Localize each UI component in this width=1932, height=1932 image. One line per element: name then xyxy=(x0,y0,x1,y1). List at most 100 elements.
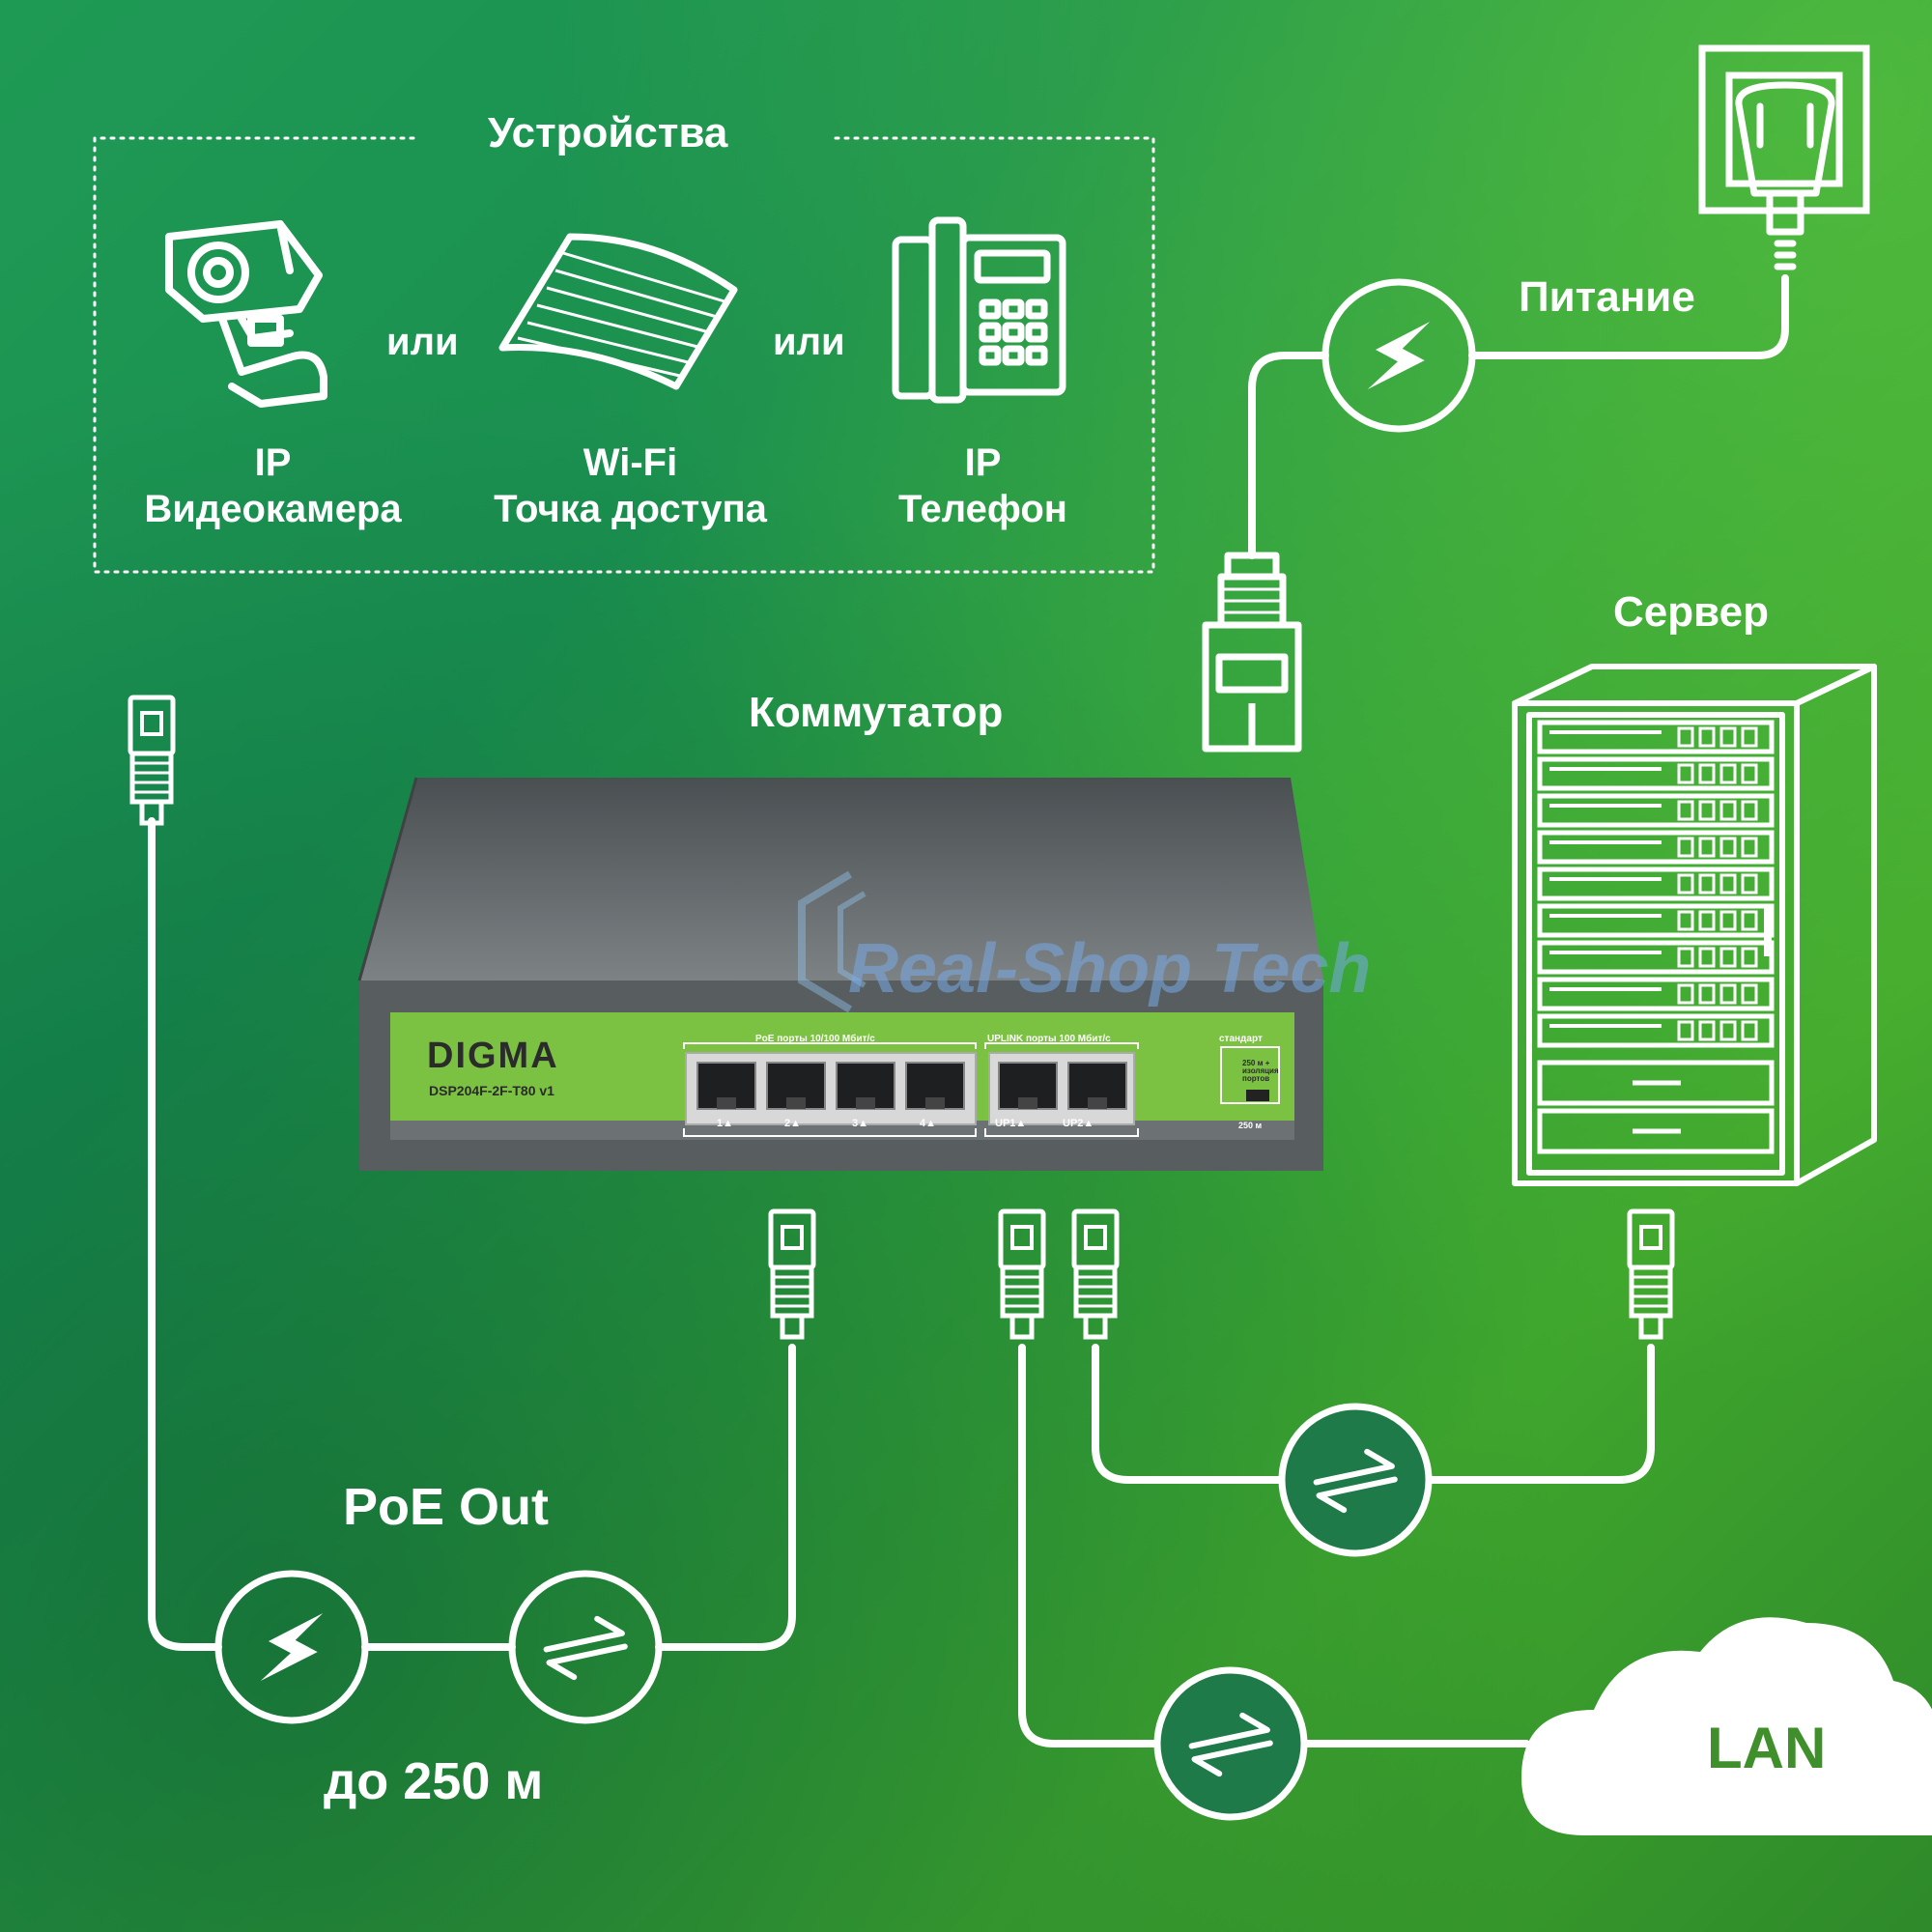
rack-unit-led xyxy=(1698,800,1716,821)
rack-unit xyxy=(1537,977,1775,1011)
port-latch xyxy=(786,1097,806,1109)
port-latch xyxy=(856,1097,875,1109)
rack-unit-led xyxy=(1677,800,1694,821)
rack-unit xyxy=(1537,903,1775,938)
server-label: Сервер xyxy=(1613,588,1769,636)
port-latch xyxy=(1088,1097,1107,1109)
rack-unit xyxy=(1537,940,1775,975)
rj45-connector-poe xyxy=(771,1211,813,1337)
lan-cloud-icon xyxy=(1521,1617,1932,1835)
rack-unit-led xyxy=(1719,910,1737,931)
rack-unit-led xyxy=(1677,1020,1694,1041)
poe-power-circle xyxy=(214,1570,369,1724)
rack-unit-led xyxy=(1741,837,1758,858)
power-plug-icon xyxy=(1735,81,1835,270)
power-connector xyxy=(1202,552,1302,753)
port-label-2: 2▲ xyxy=(784,1118,802,1129)
switch-title: Коммутатор xyxy=(749,689,1004,736)
rack-unit-led xyxy=(1719,873,1737,895)
mode-title: стандарт xyxy=(1219,1034,1263,1044)
power-cable xyxy=(1248,274,1789,559)
access-point-icon xyxy=(498,233,738,390)
rack-unit-led xyxy=(1677,763,1694,784)
devices-title: Устройства xyxy=(488,109,728,156)
switch-brand: DIGMA xyxy=(427,1036,559,1076)
rack-unit-led xyxy=(1719,726,1737,748)
rack-unit-led xyxy=(1677,983,1694,1005)
device-phone-line1: IP xyxy=(964,441,1002,484)
device-ap-line1: Wi-Fi xyxy=(582,441,678,484)
wall-socket-icon xyxy=(1698,44,1870,214)
rack-unit-led xyxy=(1698,726,1716,748)
rack-unit xyxy=(1537,720,1775,754)
rack-drawer xyxy=(1537,1108,1775,1154)
switch-model: DSP204F-2F-T80 v1 xyxy=(429,1083,554,1098)
port-label-3: 3▲ xyxy=(852,1118,869,1129)
watermark-logo xyxy=(798,870,867,1013)
rack-unit-led xyxy=(1677,726,1694,748)
rack-unit-led xyxy=(1741,800,1758,821)
uplink-label-1: UP1▲ xyxy=(995,1118,1027,1129)
rack-unit xyxy=(1537,867,1775,901)
rack-unit-led xyxy=(1741,873,1758,895)
rack-unit-led xyxy=(1677,947,1694,968)
watermark-text: Real-Shop Tech xyxy=(848,930,1372,1008)
or-text-1: или xyxy=(386,321,459,363)
poe-ports-label: PoE порты 10/100 Мбит/с xyxy=(755,1034,875,1044)
rack-unit-led xyxy=(1698,1020,1716,1041)
rack-unit-led xyxy=(1698,910,1716,931)
server-rack-units xyxy=(1537,720,1775,1154)
port-label-4: 4▲ xyxy=(920,1118,937,1129)
lan-label: LAN xyxy=(1707,1716,1827,1780)
device-phone-line2: Телефон xyxy=(898,488,1067,530)
cctv-camera-icon xyxy=(165,220,327,408)
rack-unit-led xyxy=(1719,763,1737,784)
rack-unit-led xyxy=(1719,837,1737,858)
devices-frame xyxy=(93,136,1155,574)
device-phone-label: IP Телефон xyxy=(879,440,1087,532)
port-label-1: 1▲ xyxy=(717,1118,734,1129)
rack-unit xyxy=(1537,1013,1775,1048)
rj45-connector-left xyxy=(130,697,173,823)
rack-unit-led xyxy=(1741,947,1758,968)
rack-unit-led xyxy=(1741,983,1758,1005)
rj45-connector-up1 xyxy=(1001,1211,1043,1337)
rack-unit-led xyxy=(1719,983,1737,1005)
rack-unit-led xyxy=(1698,837,1716,858)
rack-drawer xyxy=(1537,1060,1775,1106)
rj45-connector-up2 xyxy=(1074,1211,1117,1337)
server-rack-icon xyxy=(1512,664,1877,1186)
device-camera-line1: IP xyxy=(254,441,292,484)
rack-unit-led xyxy=(1741,1020,1758,1041)
device-camera-label: IP Видеокамера xyxy=(135,440,411,532)
rack-unit xyxy=(1537,756,1775,791)
rack-unit-led xyxy=(1698,873,1716,895)
rack-unit-led xyxy=(1741,910,1758,931)
port-latch xyxy=(717,1097,736,1109)
poe-data-circle xyxy=(508,1570,663,1724)
rack-unit-led xyxy=(1719,1020,1737,1041)
poe-cable xyxy=(148,817,796,1651)
server-data-circle xyxy=(1278,1403,1433,1557)
rack-unit-led xyxy=(1698,947,1716,968)
device-ap-line2: Точка доступа xyxy=(494,488,767,530)
rack-unit-led xyxy=(1741,763,1758,784)
rack-unit xyxy=(1537,793,1775,828)
power-label: Питание xyxy=(1519,273,1695,321)
rack-unit-led xyxy=(1719,947,1737,968)
port-latch xyxy=(925,1097,945,1109)
led-text: 250 м xyxy=(1238,1121,1263,1130)
device-ap-label: Wi-Fi Точка доступа xyxy=(483,440,778,532)
mode-text: 250 м + изоляция портов xyxy=(1242,1059,1279,1083)
lan-data-circle xyxy=(1153,1666,1308,1821)
port-latch xyxy=(1018,1097,1037,1109)
distance-label: до 250 м xyxy=(324,1752,544,1810)
rack-unit-led xyxy=(1677,837,1694,858)
rj45-connector-server xyxy=(1630,1211,1672,1337)
uplink-label-2: UP2▲ xyxy=(1063,1118,1094,1129)
rack-unit-led xyxy=(1677,910,1694,931)
rack-unit-led xyxy=(1698,763,1716,784)
rack-unit-led xyxy=(1741,726,1758,748)
